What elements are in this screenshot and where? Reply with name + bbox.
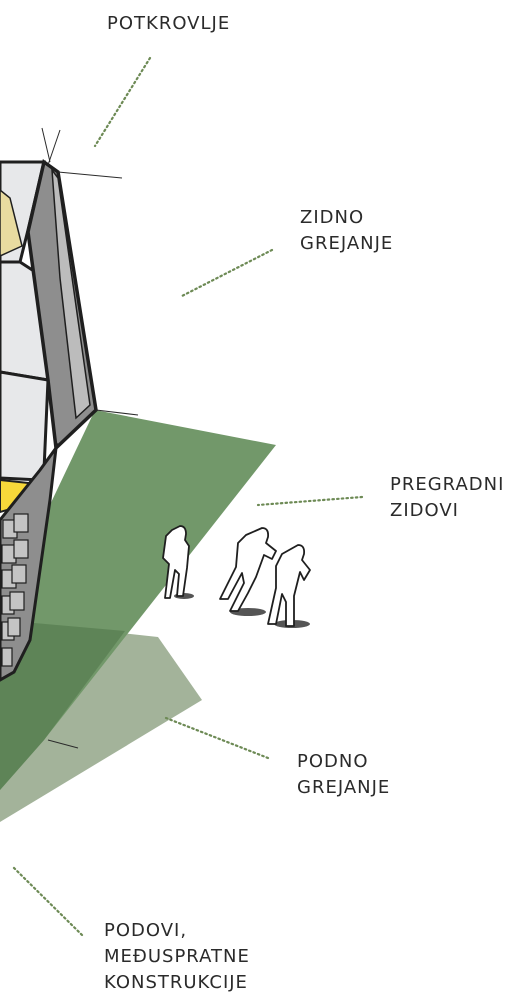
person-3 xyxy=(268,545,310,626)
label-line: POTKROVLJE xyxy=(107,11,230,37)
leader-line-zidno-grejanje xyxy=(180,250,272,297)
label-potkrovlje: POTKROVLJE xyxy=(107,11,230,37)
label-line: ZIDNO xyxy=(300,205,393,231)
label-pregradni-zidovi: PREGRADNI ZIDOVI xyxy=(390,472,504,524)
label-line: GREJANJE xyxy=(300,231,393,257)
leader-line-potkrovlje xyxy=(95,58,150,146)
label-line: PODNO xyxy=(297,749,390,775)
people-silhouettes xyxy=(163,526,310,628)
label-line: PREGRADNI xyxy=(390,472,504,498)
label-line: PODOVI, xyxy=(104,918,250,944)
leader-line-podovi xyxy=(13,867,82,935)
label-line: KONSTRUKCIJE xyxy=(104,970,250,996)
section-line xyxy=(42,128,50,162)
label-podno-grejanje: PODNO GREJANJE xyxy=(297,749,390,801)
label-zidno-grejanje: ZIDNO GREJANJE xyxy=(300,205,393,257)
label-podovi-konstrukcije: PODOVI, MEĐUSPRATNE KONSTRUKCIJE xyxy=(104,918,250,996)
label-line: GREJANJE xyxy=(297,775,390,801)
section-line xyxy=(48,130,60,165)
label-line: MEĐUSPRATNE xyxy=(104,944,250,970)
label-line: ZIDOVI xyxy=(390,498,504,524)
person-1 xyxy=(163,526,189,598)
section-line xyxy=(58,172,122,178)
leader-line-pregradni-zidovi xyxy=(258,497,362,505)
leader-line-podno-grejanje xyxy=(166,718,268,758)
person-2 xyxy=(220,528,276,611)
house-interior-wall xyxy=(0,372,48,480)
